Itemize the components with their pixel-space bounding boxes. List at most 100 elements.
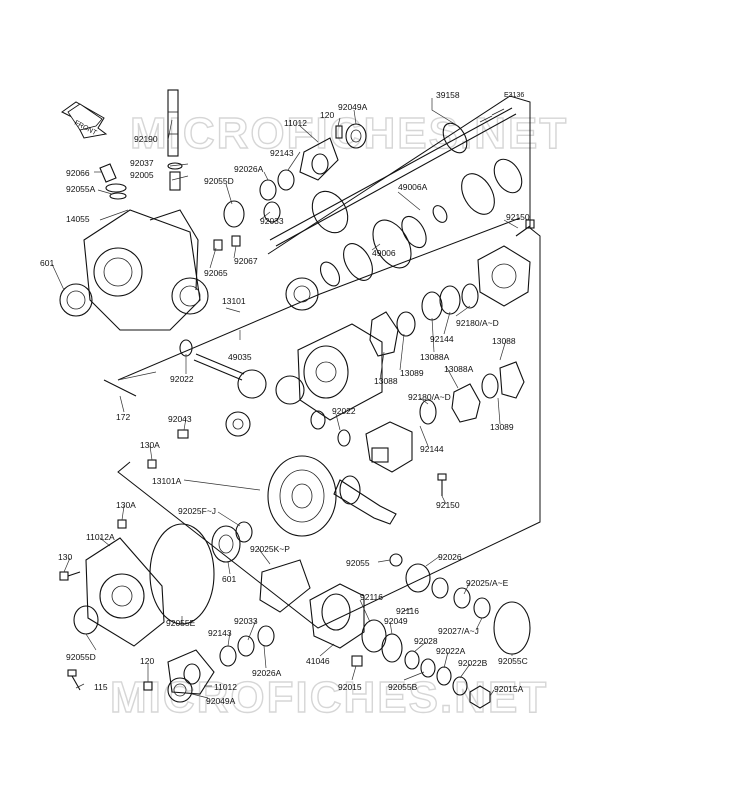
bolt-130a-low <box>117 519 127 529</box>
label-13089-right: 13089 <box>490 422 514 432</box>
label-120-top: 120 <box>320 110 334 120</box>
washer-92022-left <box>179 339 193 357</box>
carrier-right <box>365 421 413 473</box>
label-92066: 92066 <box>66 168 90 178</box>
shim-92025fj <box>235 521 253 543</box>
boot-49006a <box>432 158 523 223</box>
pinion-shaft <box>333 475 397 525</box>
cv-joint <box>285 261 341 311</box>
upper-assembly-box <box>117 95 541 629</box>
housing-14055 <box>83 209 209 331</box>
bolt-115 <box>67 669 81 691</box>
label-130a-mid: 130A <box>140 440 160 450</box>
pin-92043 <box>177 429 189 439</box>
flange-right-top <box>477 245 531 307</box>
nut-92015a <box>469 685 491 709</box>
label-11012-top: 11012 <box>284 118 307 128</box>
watermark-top: MICROFICHES.NET <box>130 109 568 158</box>
shim-stack-mid <box>419 361 525 425</box>
bolt-92066 <box>99 163 127 193</box>
breather-92005 <box>167 162 183 191</box>
bolt-130-low <box>59 571 81 581</box>
label-92065: 92065 <box>204 268 228 278</box>
label-601-low: 601 <box>222 574 236 584</box>
label-115: 115 <box>94 682 108 692</box>
label-13088-right: 13088 <box>492 336 516 346</box>
label-92005: 92005 <box>130 170 154 180</box>
shim-stack-top <box>369 283 479 357</box>
label-601-top: 601 <box>40 258 54 268</box>
label-92055b: 92055B <box>388 682 418 692</box>
label-92143-low: 92143 <box>208 628 232 638</box>
pin-172 <box>103 379 137 397</box>
label-92049a-top: 92049A <box>338 102 368 112</box>
ring-gear-13101a <box>267 455 337 537</box>
bolt-92067 <box>231 235 241 247</box>
oring-92055 <box>389 553 403 567</box>
label-92022a: 92022A <box>436 646 466 656</box>
label-92143-top: 92143 <box>270 148 294 158</box>
oring-92055d-top <box>223 200 245 228</box>
flange-11012-low <box>167 649 215 695</box>
label-172: 172 <box>116 412 130 422</box>
label-92144-mid: 92144 <box>420 444 444 454</box>
label-92025fj: 92025F~J <box>178 506 216 516</box>
label-13101a: 13101A <box>152 476 182 486</box>
label-14055: 14055 <box>66 214 90 224</box>
differential-box <box>117 217 521 381</box>
boot-49006 <box>343 215 427 281</box>
oring-92055d-low <box>73 605 99 635</box>
label-13089-mid: 13089 <box>400 368 424 378</box>
label-92049a-low: 92049A <box>206 696 236 706</box>
label-92180ad-mid: 92180/A~D <box>408 392 451 402</box>
label-120-low: 120 <box>140 656 154 666</box>
label-92055d-top: 92055D <box>204 176 234 186</box>
label-92116-a: 92116 <box>360 592 383 602</box>
label-13088a-top: 13088A <box>420 352 450 362</box>
bearing-92026 <box>405 563 449 599</box>
flange-11012-top <box>299 137 339 181</box>
label-92022-mid: 92022 <box>332 406 356 416</box>
label-92022b: 92022B <box>458 658 488 668</box>
label-92026a-top: 92026A <box>234 164 264 174</box>
label-130a-low: 130A <box>116 500 136 510</box>
washer-stack-low <box>219 625 275 667</box>
washer-92033-top <box>263 201 281 223</box>
label-92025ae: 92025/A~E <box>466 578 509 588</box>
label-92026: 92026 <box>438 552 462 562</box>
bolt-130a-mid <box>147 459 157 469</box>
label-92150-mid: 92150 <box>436 500 460 510</box>
label-49006a: 49006A <box>398 182 428 192</box>
label-92055e: 92055E <box>166 618 196 628</box>
label-92049-low: 92049 <box>384 616 408 626</box>
bolt-92150-mid <box>437 473 447 496</box>
bearing-601-top <box>59 283 93 317</box>
leader-lines <box>51 98 519 699</box>
gasket-92025kp <box>259 559 311 613</box>
label-11012a: 11012A <box>86 532 115 542</box>
label-92015a: 92015A <box>494 684 524 694</box>
front-arrow-icon: FRONT <box>61 101 108 139</box>
label-92015: 92015 <box>338 682 362 692</box>
label-130-low: 130 <box>58 552 72 562</box>
label-92037: 92037 <box>130 158 154 168</box>
bearing-601-low <box>211 525 241 563</box>
label-92150-top: 92150 <box>506 212 530 222</box>
label-41046: 41046 <box>306 656 330 666</box>
label-92055d-low: 92055D <box>66 652 96 662</box>
label-92028: 92028 <box>414 636 438 646</box>
bolt-120-top <box>335 125 343 139</box>
label-92033-low: 92033 <box>234 616 258 626</box>
oring-92055c <box>493 601 531 655</box>
nut-92015 <box>351 655 363 667</box>
label-11012-low: 11012 <box>214 682 237 692</box>
diagram-code: E3136 <box>504 92 524 99</box>
label-92190: 92190 <box>134 134 158 144</box>
label-92180ad-top: 92180/A~D <box>456 318 499 328</box>
label-92026a-low: 92026A <box>252 668 282 678</box>
label-92144-top: 92144 <box>430 334 454 344</box>
housing-41046 <box>309 583 365 649</box>
pinion-gears <box>225 369 305 437</box>
